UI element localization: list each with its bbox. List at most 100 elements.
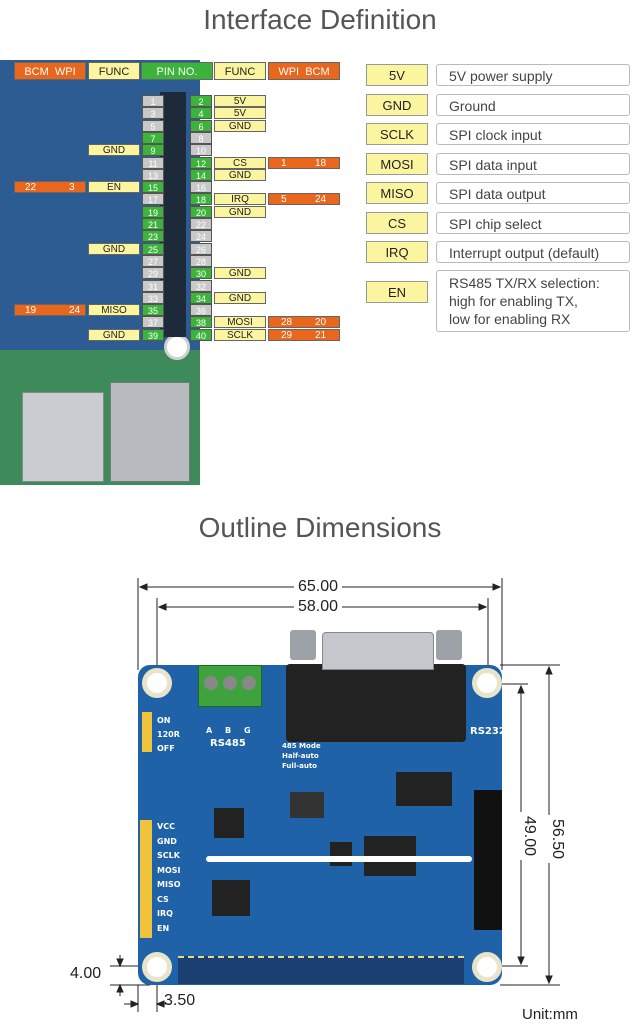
pin-22: 22 [190,218,212,230]
pin-23: 23 [142,230,164,243]
pin-40: 40 [190,328,212,341]
func-right-18: IRQ [214,193,266,206]
side-pin-label-mosi: MOSI [157,865,181,875]
termination-switch [142,712,152,752]
dim-total-height: 56.50 [548,815,566,864]
func-left-35: MISO [88,304,140,317]
func-right-30: GND [214,267,266,280]
pin-31: 31 [142,279,164,292]
mount-hole-tl [142,668,172,698]
dim-hole-offset-y: 4.00 [70,965,102,982]
func-left-39: GND [88,328,140,341]
pin-26: 26 [190,242,212,255]
pin-37: 37 [142,316,164,329]
header-left-bcm-wpi: BCM WPI [14,62,86,80]
mount-hole-tr [472,668,502,698]
pin-2: 2 [190,95,212,107]
legend-key-irq: IRQ [366,241,428,263]
ethernet-port [110,382,190,482]
header-func-left: FUNC [88,62,140,80]
terminal-label-a: A [206,726,213,735]
legend-desc-gnd: Ground [436,94,630,116]
legend-desc-en: RS485 TX/RX selection: high for enabling… [436,270,630,332]
side-pin-header [140,820,152,938]
bcm-left-15: 22 [25,182,37,194]
header-bcm-left: BCM [24,66,49,78]
func-right-2: 5V [214,95,266,107]
pin-27: 27 [142,254,164,267]
pin-19: 19 [142,205,164,218]
legend-desc-miso: SPI data output [436,182,630,204]
func-right-14: GND [214,168,266,181]
side-connector [474,790,502,930]
mode-table-full: Full-auto [282,762,317,770]
dim-hole-span-y: 49.00 [520,812,538,861]
pin-20: 20 [190,205,212,218]
legend-key-mosi: MOSI [366,153,428,175]
header-right-wpi-bcm: WPI BCM [268,62,340,80]
bcm-right-40: 21 [315,329,327,341]
pin-6: 6 [190,119,212,132]
pin-12: 12 [190,156,212,169]
wpi-right-40: 29 [281,329,293,341]
legend-key-sclk: SCLK [366,123,428,145]
terminal-label-g: G [244,726,251,735]
pin-8: 8 [190,131,212,144]
bcm-right-12: 18 [315,157,327,169]
switch-label-off: OFF [157,744,175,753]
chip-3 [212,880,250,916]
pin-header-strip [160,92,186,337]
side-pin-label-en: EN [157,923,170,933]
func-left-15: EN [88,181,140,194]
chip-1 [396,772,452,806]
legend-key-cs: CS [366,212,428,234]
pin-33: 33 [142,291,164,304]
legend-key-en: EN [366,281,428,303]
interface-title: Interface Definition [203,4,437,35]
pin-24: 24 [190,230,212,243]
pin-28: 28 [190,254,212,267]
header-func-right: FUNC [214,62,266,80]
legend-key-miso: MISO [366,182,428,204]
func-right-38: MOSI [214,316,266,329]
pin-17: 17 [142,193,164,206]
func-left-25: GND [88,242,140,255]
pin-13: 13 [142,168,164,181]
wpi-right-38: 28 [281,317,293,329]
header-wpi-left: WPI [54,66,76,78]
usb-port [22,392,104,482]
rs485-label: RS485 [210,738,246,749]
pin-1: 1 [142,95,164,107]
side-pin-label-gnd: GND [157,836,177,846]
mode-table-header: 485 Mode [282,742,321,750]
white-strip [206,856,472,862]
pin-9: 9 [142,144,164,157]
pin-25: 25 [142,242,164,255]
side-pin-label-sclk: SCLK [157,851,180,860]
legend-desc-sclk: SPI clock input [436,123,630,145]
side-pin-label-cs: CS [157,894,169,904]
header-wpi-right: WPI [278,66,300,78]
terminal-screws [204,676,256,692]
pin-14: 14 [190,168,212,181]
wpi-left-35: 24 [69,305,81,317]
chip-4 [214,808,244,838]
func-right-34: GND [214,291,266,304]
db9-screw-right [436,630,462,660]
mount-hole-bl [142,952,172,982]
outline-title: Outline Dimensions [198,512,442,543]
pin-32: 32 [190,279,212,292]
switch-label-on: ON [157,716,171,725]
func-left-9: GND [88,144,140,157]
dim-hole-span-x: 58.00 [294,598,343,616]
dim-total-width: 65.00 [294,578,343,596]
mode-table: 485 Mode Half-auto Full-auto [282,742,340,772]
terminal-label-b: B [225,726,232,735]
db9-connector [286,664,466,742]
pin-16: 16 [190,181,212,194]
side-pin-label-irq: IRQ [157,909,173,918]
mount-hole [164,334,190,360]
pin-4: 4 [190,107,212,120]
